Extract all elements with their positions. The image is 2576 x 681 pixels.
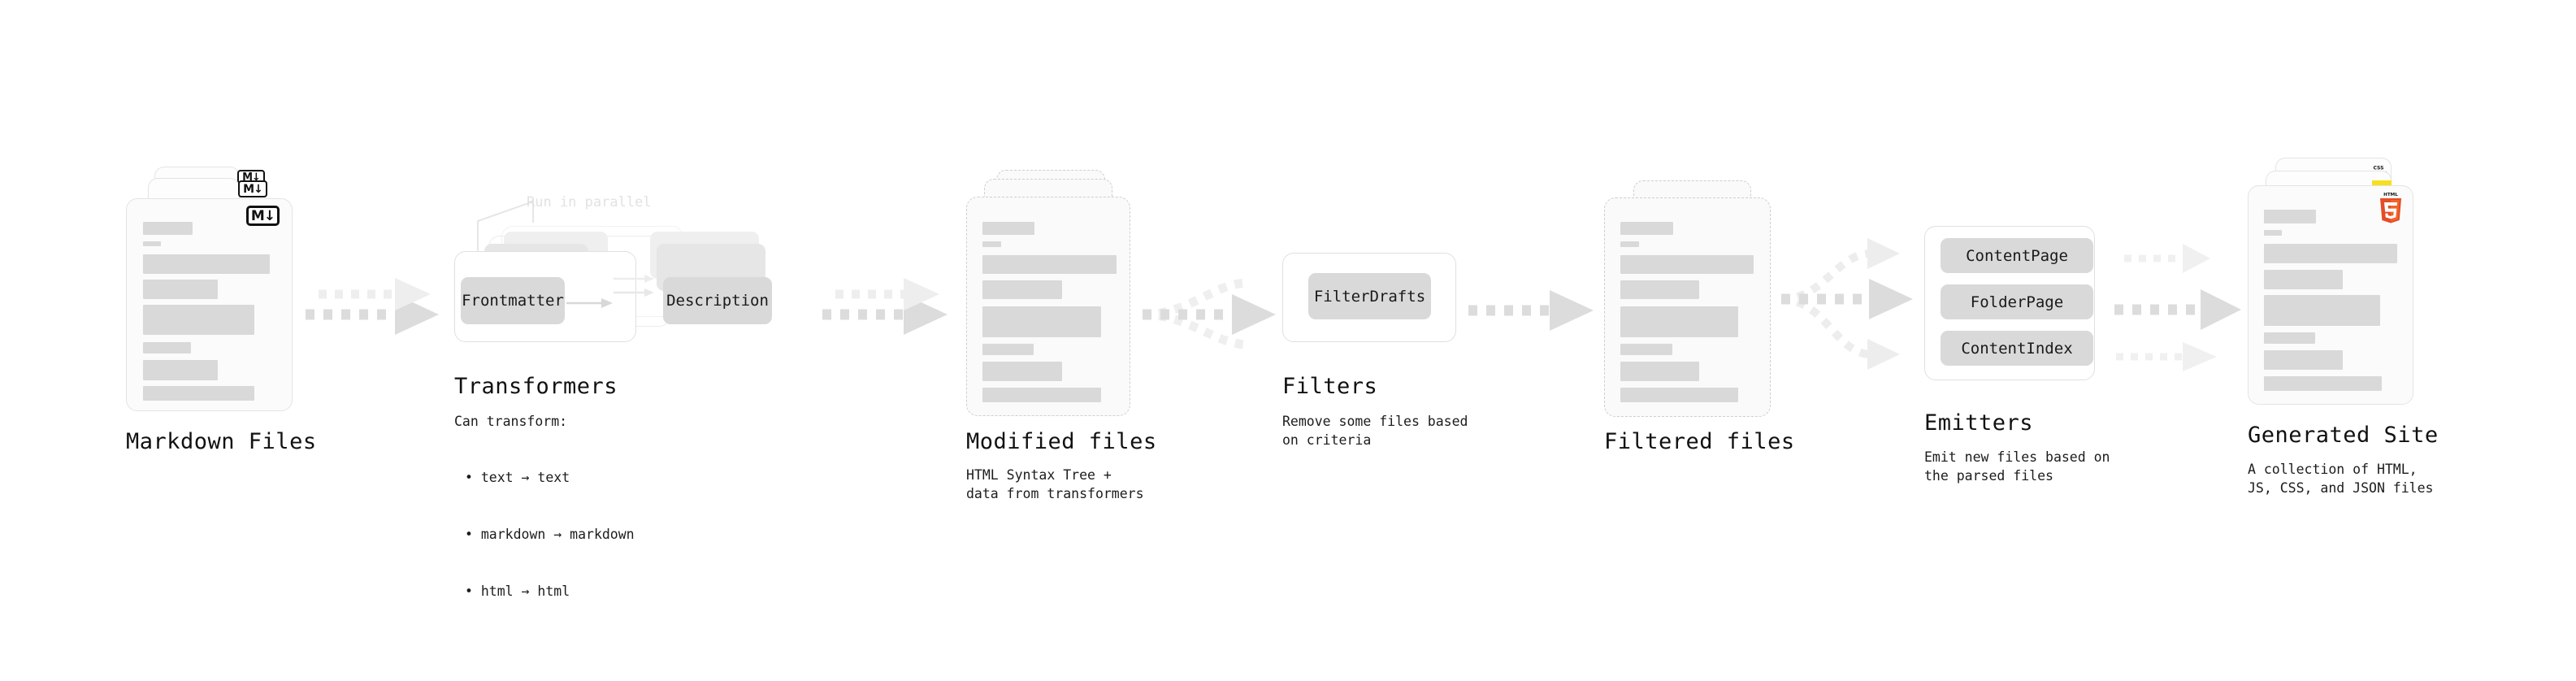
markdown-icon-back1: M↓ bbox=[238, 180, 267, 197]
emitter-chip-folderpage[interactable]: FolderPage bbox=[1941, 284, 2093, 319]
doc-skeleton-line bbox=[2264, 332, 2315, 344]
doc-skeleton-line bbox=[1620, 306, 1738, 337]
doc-skeleton-line bbox=[2264, 295, 2380, 326]
doc-skeleton-line bbox=[143, 280, 218, 299]
html5-icon: HTML bbox=[2380, 193, 2401, 223]
emitter-chip-contentpage[interactable]: ContentPage bbox=[1941, 238, 2093, 273]
stage-title-filters: Filters bbox=[1282, 374, 1378, 399]
doc-skeleton-sub bbox=[2264, 230, 2282, 236]
arrow-markdown-to-transformers bbox=[306, 278, 439, 335]
doc-skeleton-line bbox=[143, 360, 218, 380]
arrow-modified-files-to-filters bbox=[1142, 278, 1276, 349]
doc-skeleton-line bbox=[143, 342, 191, 354]
transformers-bullet-item: • html → html bbox=[465, 583, 570, 600]
doc-skeleton-line bbox=[1620, 344, 1672, 355]
stage-description-generated-site: A collection of HTML, JS, CSS, and JSON … bbox=[2248, 462, 2434, 497]
doc-skeleton-line bbox=[2264, 244, 2397, 263]
transformer-chip-frontmatter[interactable]: Frontmatter bbox=[461, 277, 565, 324]
stage-title-emitters: Emitters bbox=[1924, 410, 2034, 436]
arrow-transformers-to-modified-files bbox=[822, 278, 948, 335]
doc-skeleton-line bbox=[982, 362, 1062, 381]
stage-description-emitters: Emit new files based on the parsed files bbox=[1924, 449, 2110, 484]
doc-skeleton-sub bbox=[982, 241, 1001, 247]
svg-text:HTML: HTML bbox=[2383, 193, 2398, 197]
generated-file-card bbox=[2248, 185, 2413, 405]
stage-title-modified-files: Modified files bbox=[966, 429, 1157, 454]
doc-skeleton-title bbox=[2264, 210, 2316, 223]
stage-description-transformers: Can transform: bbox=[454, 414, 568, 429]
doc-skeleton-line bbox=[143, 386, 254, 401]
doc-skeleton-line bbox=[982, 306, 1101, 337]
stage-title-markdown-files: Markdown Files bbox=[126, 429, 317, 454]
doc-skeleton-title bbox=[1620, 222, 1673, 235]
doc-skeleton-line bbox=[2264, 350, 2343, 370]
transformer-arrow-frontmatter-to-description bbox=[566, 298, 613, 308]
doc-skeleton-line bbox=[982, 344, 1034, 355]
doc-skeleton-sub bbox=[143, 241, 161, 246]
doc-skeleton-line bbox=[2264, 270, 2343, 289]
stage-description-filters: Remove some files based on criteria bbox=[1282, 414, 1468, 449]
filter-chip-filterdrafts[interactable]: FilterDrafts bbox=[1308, 273, 1431, 319]
transformers-bullet-item: • markdown → markdown bbox=[465, 527, 635, 543]
stage-description-modified-files: HTML Syntax Tree + data from transformer… bbox=[966, 467, 1144, 502]
emitter-chip-contentindex[interactable]: ContentIndex bbox=[1941, 331, 2093, 366]
transformers-bullet-item: • text → text bbox=[465, 469, 570, 485]
run-in-parallel-leader-line bbox=[477, 200, 534, 252]
arrow-emitters-to-generated-site bbox=[2114, 244, 2241, 371]
doc-skeleton-line bbox=[1620, 388, 1738, 402]
stage-title-transformers: Transformers bbox=[454, 374, 618, 399]
doc-skeleton-title bbox=[143, 222, 193, 235]
doc-skeleton-line bbox=[143, 254, 270, 274]
doc-skeleton-line bbox=[982, 255, 1117, 274]
markdown-file-card bbox=[126, 198, 293, 411]
run-in-parallel-note: Run in parallel bbox=[527, 194, 652, 210]
doc-skeleton-sub bbox=[1620, 241, 1639, 247]
transformers-bullet-list: • text → text • markdown → markdown • ht… bbox=[465, 430, 635, 640]
transformer-chip-description[interactable]: Description bbox=[663, 277, 772, 324]
stage-title-generated-site: Generated Site bbox=[2248, 423, 2439, 448]
doc-skeleton-line bbox=[143, 305, 254, 335]
modified-file-card bbox=[966, 197, 1130, 416]
doc-skeleton-line bbox=[982, 280, 1062, 299]
transformer-ghost-arrows bbox=[614, 275, 654, 297]
doc-skeleton-line bbox=[1620, 280, 1699, 299]
svg-text:CSS: CSS bbox=[2374, 166, 2384, 171]
doc-skeleton-title bbox=[982, 222, 1034, 235]
doc-skeleton-line bbox=[1620, 362, 1699, 381]
arrow-filtered-files-to-emitters bbox=[1780, 238, 1913, 370]
filtered-file-card bbox=[1604, 197, 1771, 417]
doc-skeleton-line bbox=[982, 388, 1101, 402]
doc-skeleton-line bbox=[2264, 376, 2382, 391]
arrow-filters-to-filtered-files bbox=[1468, 290, 1594, 331]
stage-title-filtered-files: Filtered files bbox=[1604, 429, 1795, 454]
doc-skeleton-line bbox=[1620, 255, 1754, 274]
markdown-icon: M↓ bbox=[246, 206, 280, 226]
